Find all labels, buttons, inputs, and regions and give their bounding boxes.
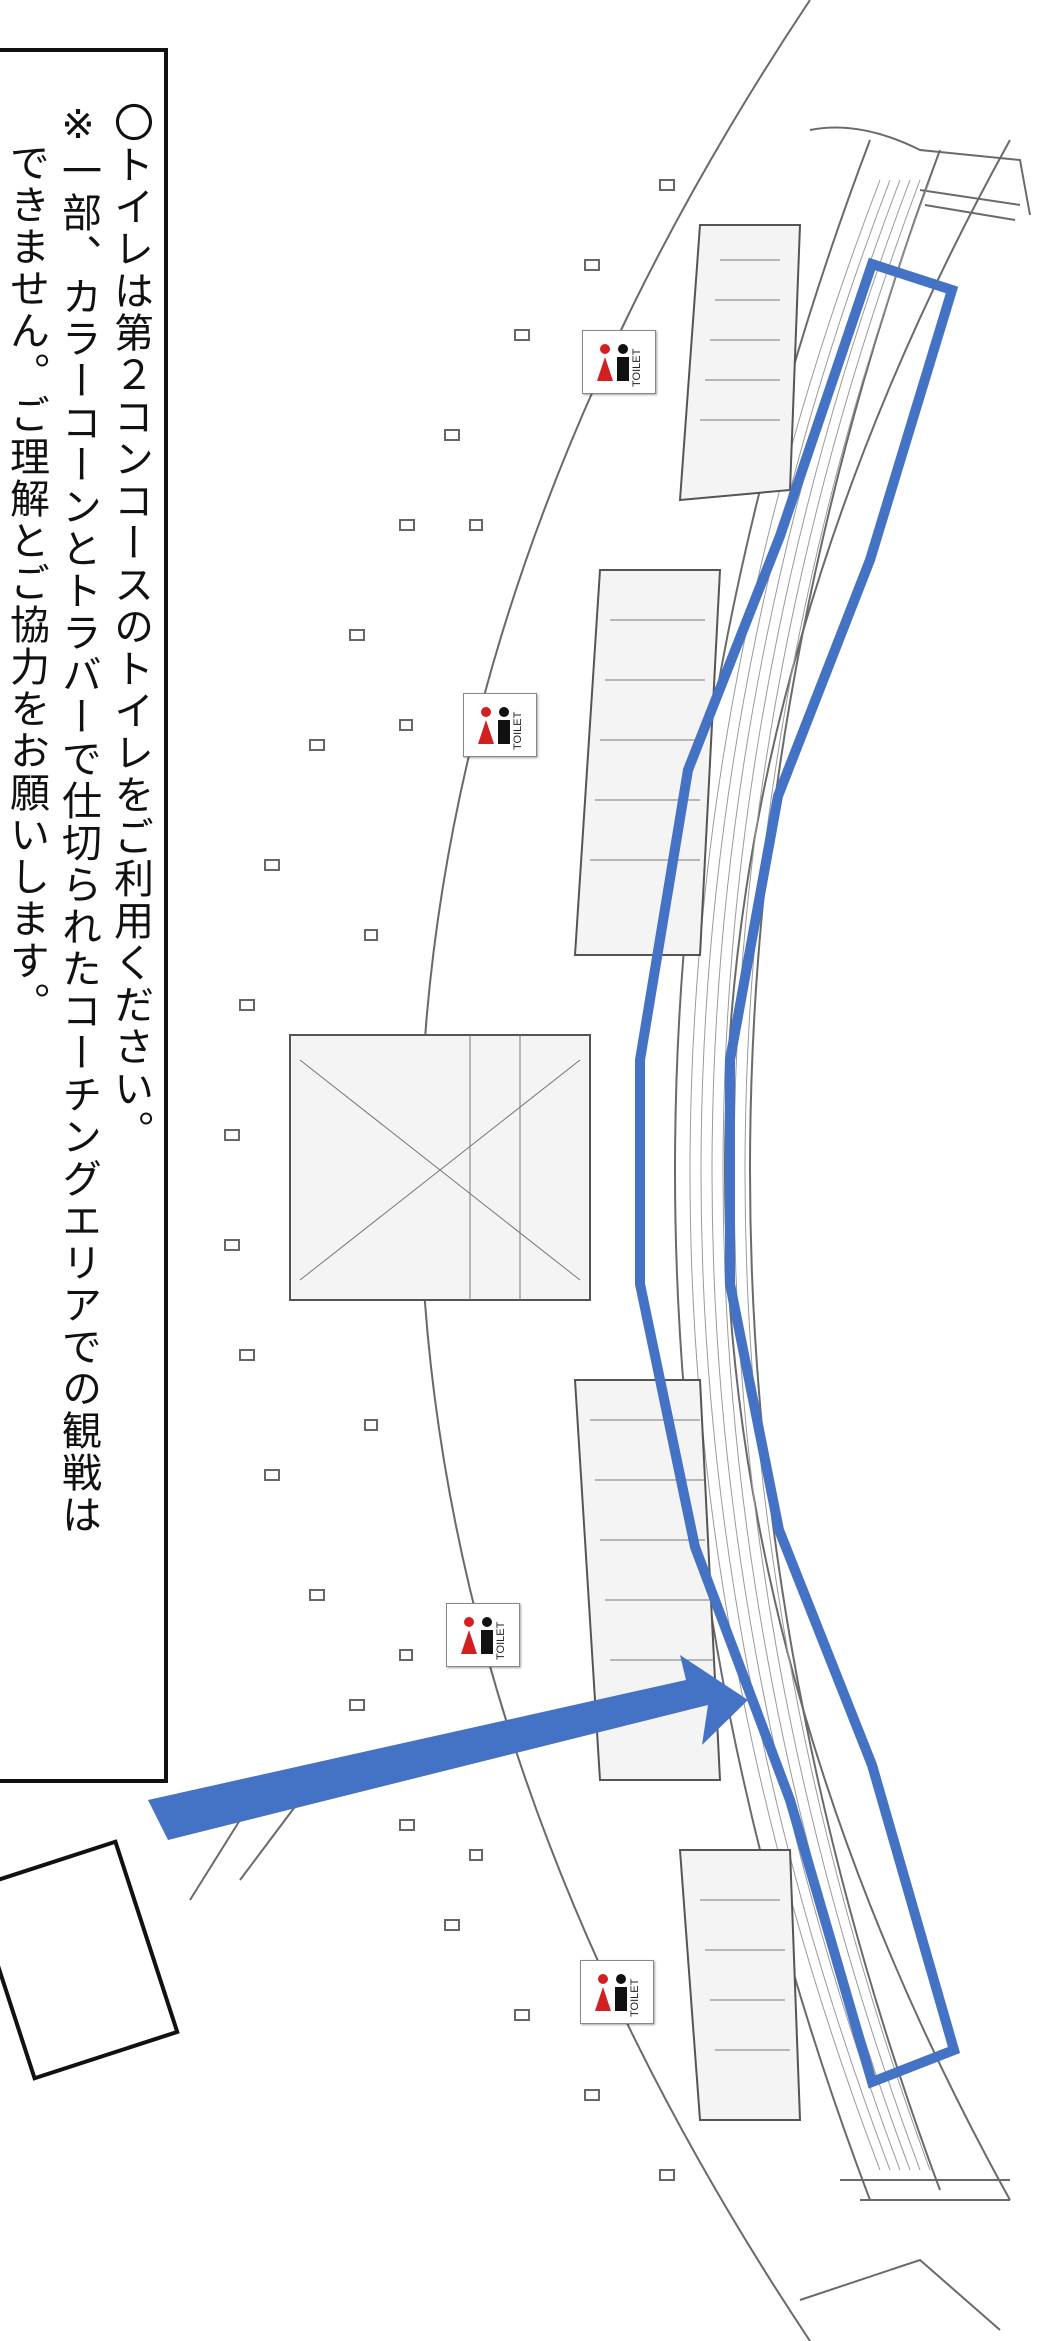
bottom-ramp [799, 2179, 1010, 2331]
toilet-icon [478, 707, 510, 744]
entrance-arrow-icon [148, 1655, 748, 1840]
toilet-icon [461, 1617, 493, 1654]
notice-text: 〇トイレは第２コンコースのトイレをご利用ください。 ※一部、カラーコーンとトラバ… [3, 102, 156, 1822]
toilet-icon [597, 344, 629, 381]
toilet-sign-bottom: TOILET [580, 1960, 654, 2024]
notice-line-1: 〇トイレは第２コンコースのトイレをご利用ください。 [107, 102, 153, 1152]
toilet-sign-top: TOILET [582, 330, 656, 394]
notice-line-2: ※一部、カラーコーンとトラバーで仕切られたコーチングエリアでの観戦は [55, 102, 101, 1536]
stand-block-upper [573, 569, 722, 956]
notice-line-3: できません。ご理解とご協力をお願いします。 [3, 142, 49, 1024]
notice-box: 〇トイレは第２コンコースのトイレをご利用ください。 ※一部、カラーコーンとトラバ… [0, 48, 168, 1783]
toilet-label: TOILET [631, 348, 643, 387]
entrance-box [0, 1839, 180, 2081]
stand-block-top [678, 224, 802, 502]
toilet-label: TOILET [495, 1621, 507, 1660]
stand-front-line [749, 149, 941, 2191]
top-ramp [809, 126, 1031, 216]
stand-block-center [289, 1034, 591, 1301]
toilet-label: TOILET [629, 1978, 641, 2017]
entrance-walls [189, 1799, 301, 1901]
toilet-sign-upper: TOILET [463, 693, 537, 757]
toilet-sign-lower: TOILET [446, 1603, 520, 1667]
highlighted-area-outline [635, 257, 961, 2089]
toilet-label: TOILET [512, 711, 524, 750]
toilet-icon [595, 1974, 627, 2011]
stand-block-bottom [678, 1849, 802, 2121]
